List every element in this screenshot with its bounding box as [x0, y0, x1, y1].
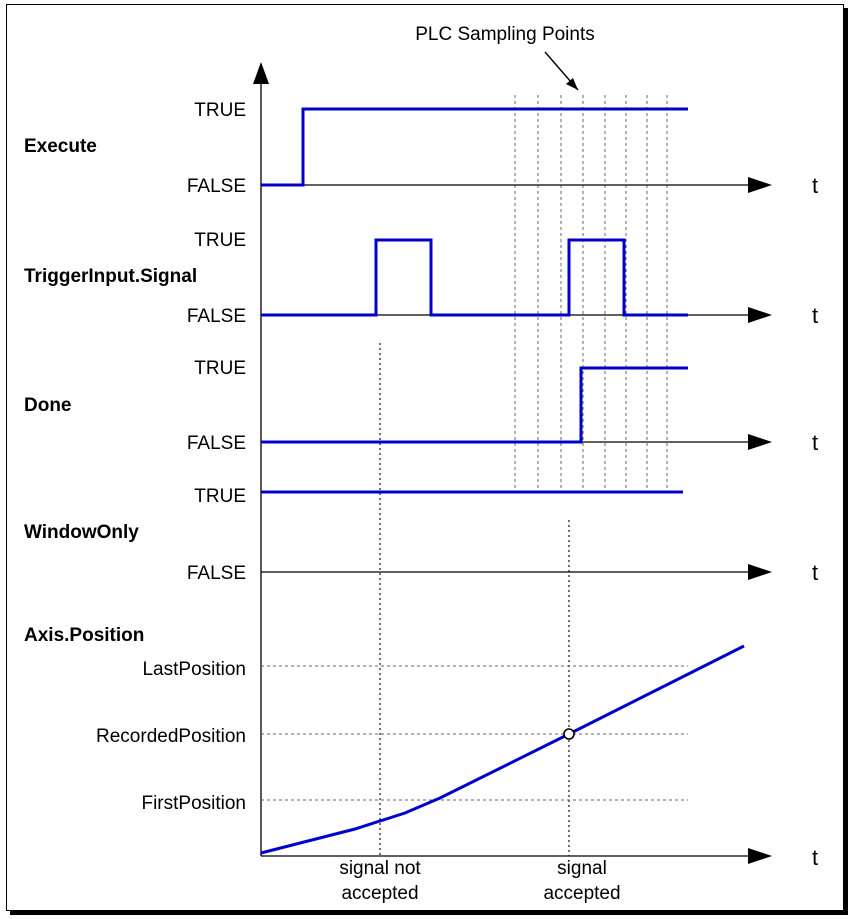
execute-name: Execute [24, 136, 97, 157]
not-accepted-line2: accepted [341, 883, 418, 904]
last-position-label: LastPosition [142, 659, 246, 680]
sampling-lines [514, 95, 668, 488]
execute-true-label: TRUE [194, 100, 246, 121]
execute-false-label: FALSE [187, 176, 246, 197]
window-axis-arrowhead [748, 564, 772, 580]
trigger-true-label: TRUE [194, 230, 246, 251]
execute-t-label: t [812, 173, 818, 198]
position-t-label: t [812, 845, 818, 870]
window-true-label: TRUE [194, 486, 246, 507]
trigger-axis-arrowhead [748, 307, 772, 323]
position-curve [260, 644, 745, 855]
accepted-line2: accepted [543, 883, 620, 904]
window-t-label: t [812, 560, 818, 585]
window-false-label: FALSE [187, 563, 246, 584]
recorded-position-point [563, 728, 575, 740]
execute-waveform [261, 107, 688, 187]
sampling-points-title: PLC Sampling Points [415, 24, 595, 45]
done-t-label: t [812, 430, 818, 455]
sampling-points-arrowhead [566, 78, 578, 90]
position-axis-arrowhead [748, 848, 772, 864]
diagram-frame [6, 4, 844, 911]
accepted-line1: signal [557, 858, 607, 879]
trigger-t-label: t [812, 303, 818, 328]
recorded-position-label: RecordedPosition [96, 726, 246, 747]
trigger-false-label: FALSE [187, 306, 246, 327]
done-waveform [261, 366, 688, 444]
not-accepted-line1: signal not [339, 858, 421, 879]
done-false-label: FALSE [187, 433, 246, 454]
trigger-waveform [261, 238, 688, 317]
position-name: Axis.Position [24, 625, 144, 646]
trigger-name: TriggerInput.Signal [24, 266, 197, 287]
window-name: WindowOnly [24, 522, 139, 543]
execute-axis-arrowhead [748, 177, 772, 193]
done-true-label: TRUE [194, 358, 246, 379]
done-axis-arrowhead [748, 434, 772, 450]
done-name: Done [24, 395, 72, 416]
first-position-label: FirstPosition [141, 793, 246, 814]
vertical-axis-arrowhead [253, 62, 269, 84]
